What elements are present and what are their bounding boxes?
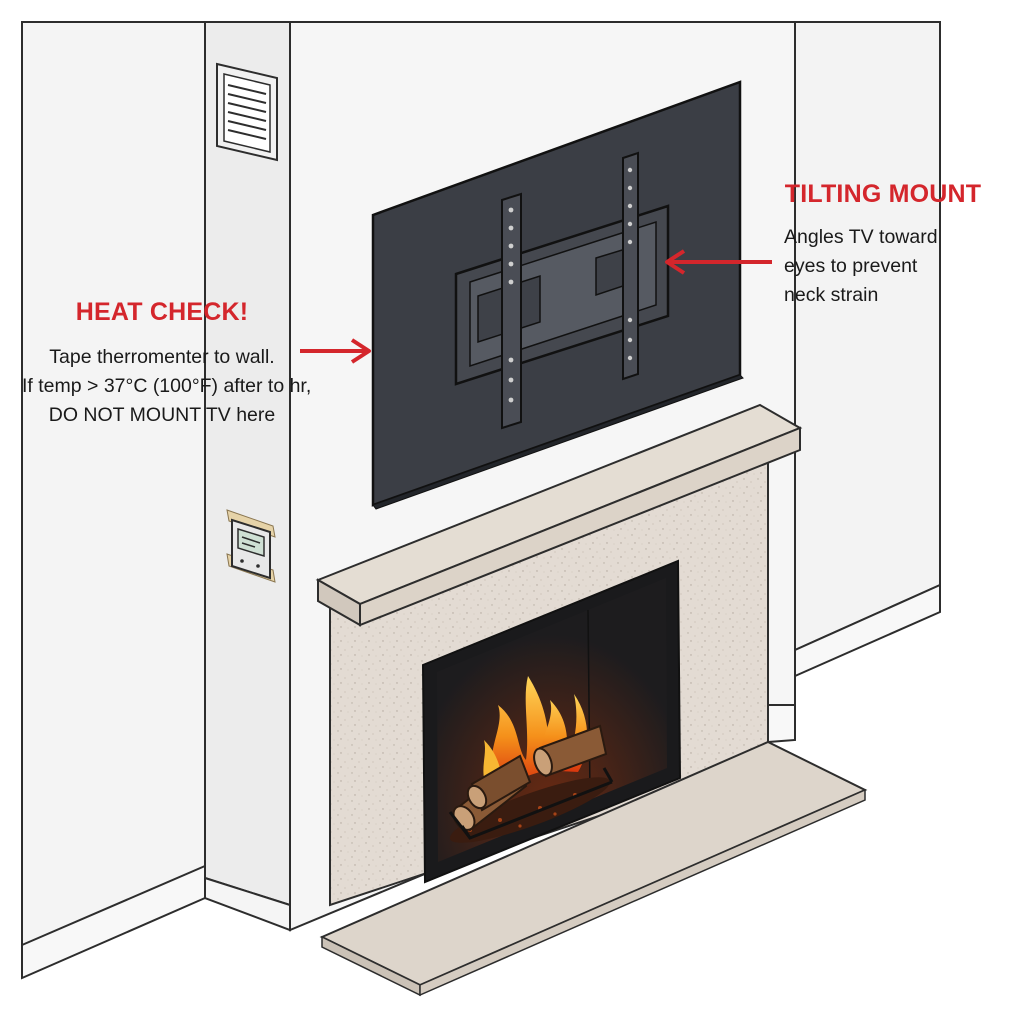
tilting-mount-title: TILTING MOUNT [784, 180, 982, 208]
hearth [319, 740, 868, 997]
arrow-left-icon [665, 249, 772, 275]
tilting-mount-line-2: eyes to prevent [784, 255, 918, 277]
heat-check-title: HEAT CHECK! [75, 298, 249, 326]
tilting-mount-callout: TILTING MOUNT Angles TV toward eyes to p… [774, 180, 992, 310]
tilting-mount-bracket [454, 151, 670, 430]
left-wall [21, 21, 206, 980]
mantel-shelf [315, 403, 803, 627]
tilting-mount-line-3: neck strain [784, 284, 879, 306]
air-vent-icon [216, 62, 278, 162]
heat-check-callout: HEAT CHECK! Tape therromenter to wall. I… [22, 298, 312, 430]
heat-check-line-3: DO NOT MOUNT TV here [48, 404, 276, 426]
right-wall [767, 21, 941, 744]
arrow-right-icon [300, 338, 371, 364]
tilting-mount-line-1: Angles TV toward [784, 226, 938, 248]
heat-check-line-1: Tape therromenter to wall. [49, 346, 275, 368]
heat-check-line-2: If temp > 37°C (100°F) after to hr, [22, 375, 312, 397]
burning-logs [448, 676, 614, 843]
thermometer-icon [226, 509, 276, 583]
